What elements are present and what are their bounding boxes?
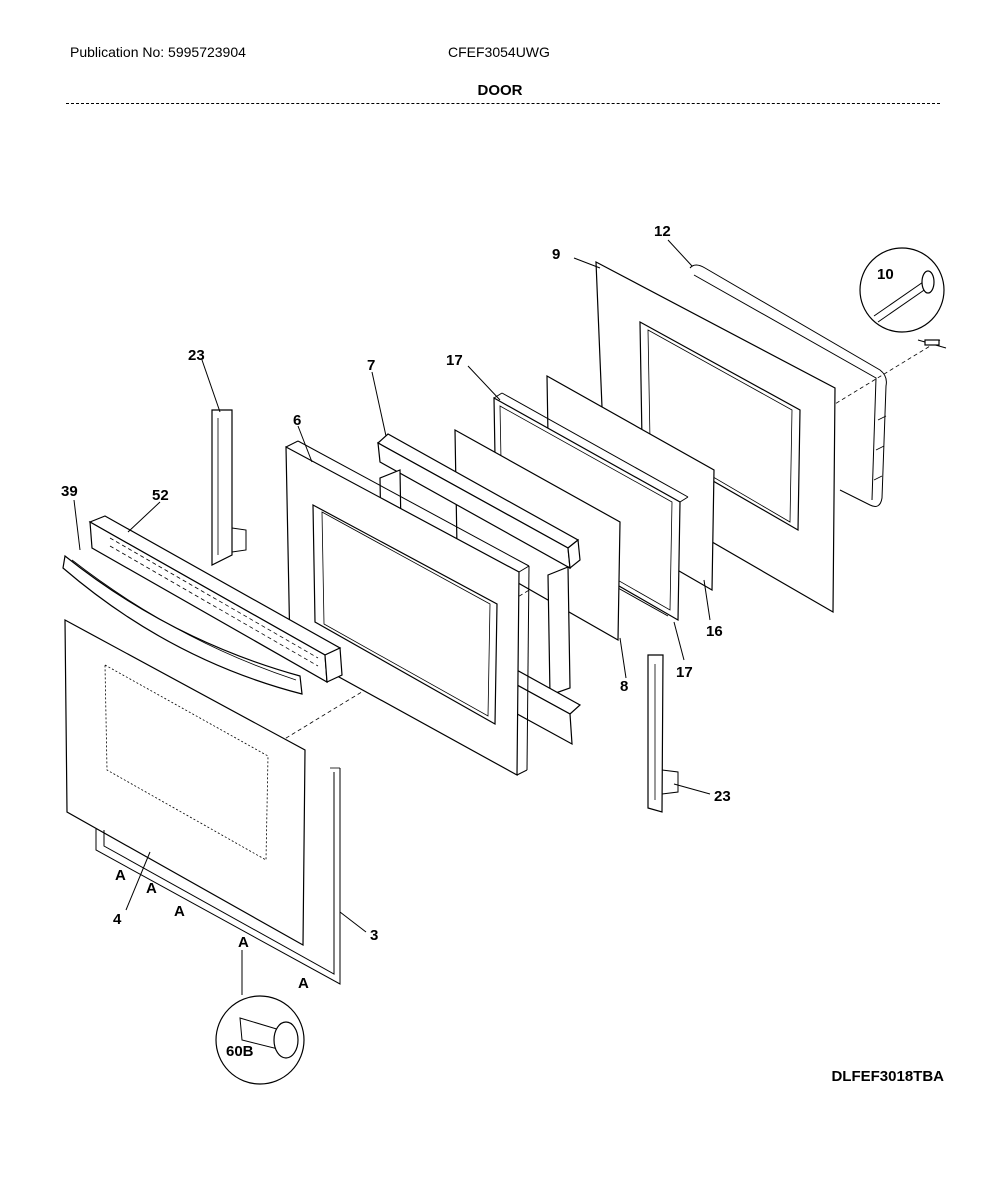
part-outer-door-glass — [64, 618, 306, 947]
callout-17-bottom: 17 — [676, 664, 693, 681]
callout-4: 4 — [113, 911, 122, 928]
callout-23-right: 23 — [714, 788, 731, 805]
callout-10: 10 — [877, 266, 894, 283]
callout-60b: 60B — [226, 1043, 254, 1060]
svg-text:A: A — [238, 934, 249, 951]
callout-39: 39 — [61, 483, 78, 500]
part-door-handle — [62, 554, 303, 695]
part-door-gasket — [689, 264, 887, 507]
part-vent-trim — [88, 515, 343, 684]
publication-number: Publication No: 5995723904 — [70, 44, 246, 60]
svg-text:A: A — [115, 867, 126, 884]
model-number: CFEF3054UWG — [448, 44, 550, 60]
callout-9: 9 — [552, 246, 560, 263]
callout-7: 7 — [367, 357, 375, 374]
svg-text:A: A — [174, 903, 185, 920]
callout-8: 8 — [620, 678, 628, 695]
header-divider — [66, 103, 940, 104]
callout-12: 12 — [654, 223, 671, 240]
svg-text:A: A — [298, 975, 309, 992]
callout-3: 3 — [370, 927, 378, 944]
callout-leaders — [73, 239, 711, 995]
part-60b-screw-inset — [215, 995, 305, 1085]
part-hinge-left — [211, 409, 247, 566]
callout-52: 52 — [152, 487, 169, 504]
callout-16: 16 — [706, 623, 723, 640]
diagram-code: DLFEF3018TBA — [831, 1068, 944, 1085]
part-hinge-right — [647, 654, 679, 813]
part-door-trim — [95, 767, 341, 985]
part-screw-inset — [859, 247, 947, 349]
callout-17-top: 17 — [446, 352, 463, 369]
section-title: DOOR — [477, 82, 523, 99]
callout-23-left: 23 — [188, 347, 205, 364]
screw-markers: A A A A A — [115, 867, 309, 992]
callout-6: 6 — [293, 412, 301, 429]
part-door-frame — [285, 440, 530, 777]
svg-text:A: A — [146, 880, 157, 897]
